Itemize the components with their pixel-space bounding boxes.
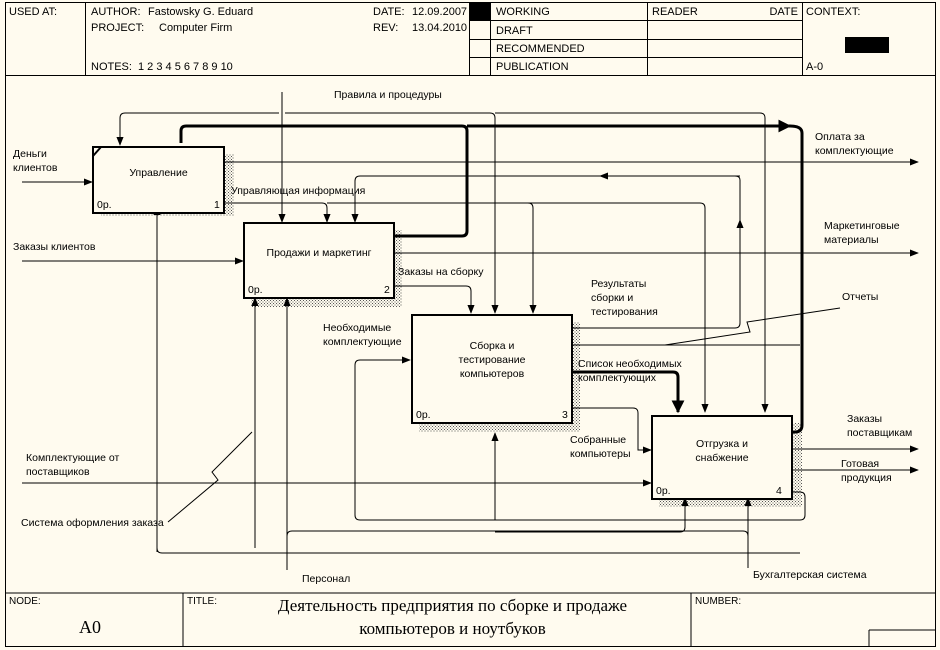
box-2-number: 2 bbox=[384, 284, 390, 296]
arrows bbox=[22, 92, 919, 570]
arrow-control-info-2 bbox=[351, 175, 740, 223]
label-payment: Оплата за комплектующие bbox=[815, 131, 894, 157]
label-customer-orders: Заказы клиентов bbox=[13, 241, 96, 253]
reader-row-3 bbox=[648, 40, 803, 58]
label-staff: Персонал bbox=[302, 573, 351, 585]
box-4-cost: 0р. bbox=[656, 485, 671, 497]
label-needed-parts: Необходимые комплектующие bbox=[323, 322, 402, 348]
author-label: AUTHOR: bbox=[91, 6, 141, 18]
box-1-cost: 0р. bbox=[97, 199, 112, 211]
project-label: PROJECT: bbox=[91, 22, 145, 34]
box-2-title: Продажи и маркетинг bbox=[266, 247, 372, 259]
label-marketing: Маркетинговые материалы bbox=[824, 220, 900, 246]
label-order-system: Система оформления заказа bbox=[21, 517, 164, 529]
status-recommended: RECOMMENDED bbox=[491, 40, 648, 58]
date-label: DATE: bbox=[373, 6, 405, 18]
context-block bbox=[845, 37, 889, 53]
status-marker-publication bbox=[470, 58, 491, 76]
author-project-cell: AUTHOR: Fastowsky G. Eduard PROJECT: Com… bbox=[86, 2, 470, 76]
mechanism-bottom-line bbox=[156, 547, 800, 554]
label-supplier-orders: Заказы поставщикам bbox=[847, 413, 913, 439]
arrow-parts-list bbox=[572, 370, 685, 414]
box-3-title: Сборка и тестирование компьютеров bbox=[458, 340, 526, 380]
box-2-cost: 0р. bbox=[248, 284, 263, 296]
label-results: Результаты сборки и тестирования bbox=[591, 278, 658, 318]
reader-cell: READER DATE bbox=[648, 2, 803, 21]
status-marker-recommended bbox=[470, 40, 491, 58]
notes-value: 1 2 3 4 5 6 7 8 9 10 bbox=[138, 61, 233, 73]
used-at-label: USED AT: bbox=[9, 6, 58, 18]
author-value: Fastowsky G. Eduard bbox=[148, 6, 254, 18]
context-cell: CONTEXT: A-0 bbox=[803, 2, 936, 76]
box-3-cost: 0р. bbox=[416, 409, 431, 421]
label-reports: Отчеты bbox=[842, 291, 879, 303]
arrow-needed-parts bbox=[354, 356, 806, 521]
label-supplier-parts: Комплектующие от поставщиков bbox=[26, 452, 120, 478]
arrow-control-info bbox=[224, 202, 331, 223]
label-accounting: Бухгалтерская система bbox=[753, 569, 867, 581]
label-assembled: Собранные компьютеры bbox=[570, 434, 631, 460]
diagram-title-line2: компьютеров и ноутбуков bbox=[359, 619, 546, 638]
reports-squiggle bbox=[664, 307, 841, 346]
order-system-squiggle bbox=[167, 431, 253, 523]
box-1-number: 1 bbox=[214, 199, 220, 211]
arrow-assembly-orders bbox=[394, 285, 475, 314]
status-recommended-label: RECOMMENDED bbox=[496, 43, 585, 55]
label-assembly-orders: Заказы на сборку bbox=[398, 266, 484, 278]
box-1-title: Управление bbox=[129, 167, 188, 179]
box-4-title: Отгрузка и снабжение bbox=[695, 438, 749, 464]
project-value: Computer Firm bbox=[159, 22, 233, 34]
label-money: Деньги клиентов bbox=[13, 148, 58, 174]
arrow-supplier-loop bbox=[789, 124, 804, 434]
context-node: A-0 bbox=[806, 61, 824, 73]
arrow-mech-box4 bbox=[495, 497, 689, 533]
arrow-assembled bbox=[572, 407, 652, 454]
date-value: 12.09.2007 bbox=[412, 6, 468, 18]
label-finished: Готовая продукция bbox=[841, 458, 892, 484]
label-parts-list: Список необходимых комплектующих bbox=[578, 358, 682, 384]
reader-label: READER bbox=[652, 6, 698, 18]
rev-label: REV: bbox=[373, 22, 399, 34]
title-label: TITLE: bbox=[187, 596, 218, 607]
bold-arrows bbox=[179, 119, 804, 434]
accounting-line bbox=[286, 530, 749, 568]
status-working-label: WORKING bbox=[496, 6, 550, 18]
reader-row-4 bbox=[648, 58, 803, 76]
used-at-cell: USED AT: bbox=[5, 2, 86, 76]
activity-boxes bbox=[92, 146, 793, 500]
status-draft-label: DRAFT bbox=[496, 25, 533, 37]
arrow-rules-branch bbox=[119, 112, 495, 313]
rev-value: 13.04.2010 bbox=[412, 22, 468, 34]
reader-date-label: DATE bbox=[769, 6, 798, 18]
node-value: A0 bbox=[79, 617, 101, 637]
status-marker-working bbox=[470, 2, 491, 21]
node-label: NODE: bbox=[9, 596, 41, 607]
status-publication: PUBLICATION bbox=[491, 58, 648, 76]
label-rules: Правила и процедуры bbox=[334, 89, 442, 101]
status-draft: DRAFT bbox=[491, 21, 648, 40]
box-3-number: 3 bbox=[562, 409, 568, 421]
reader-row-2 bbox=[648, 21, 803, 40]
status-marker-draft bbox=[470, 21, 491, 40]
box-4-number: 4 bbox=[776, 485, 782, 497]
status-working: WORKING bbox=[491, 2, 648, 21]
context-label: CONTEXT: bbox=[806, 6, 861, 18]
status-publication-label: PUBLICATION bbox=[496, 61, 569, 73]
arrow-rules-box4 bbox=[495, 112, 769, 413]
label-control-info: Управляющая информация bbox=[231, 185, 366, 197]
arrow-sales-to-control bbox=[179, 124, 469, 238]
number-label: NUMBER: bbox=[695, 596, 742, 607]
notes-label: NOTES: bbox=[91, 61, 132, 73]
diagram-title-line1: Деятельность предприятия по сборке и про… bbox=[277, 596, 628, 615]
